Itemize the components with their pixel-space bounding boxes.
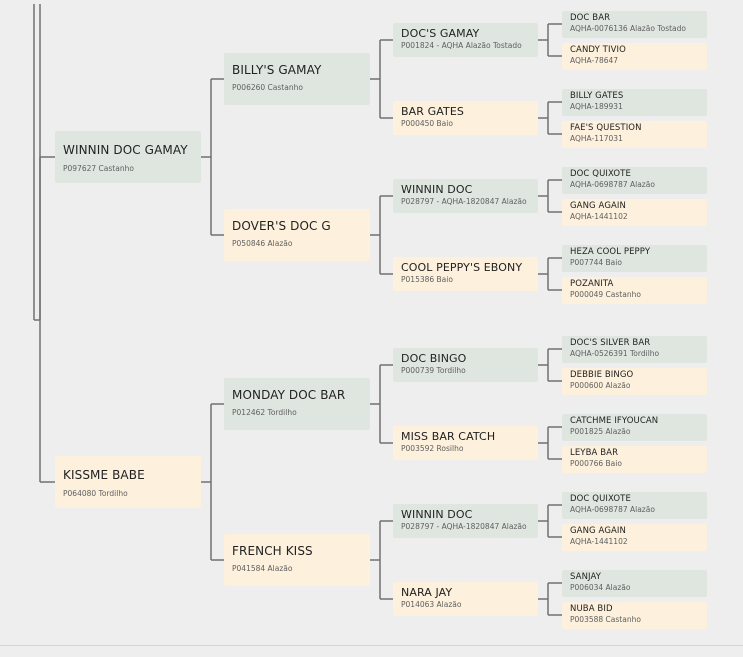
horse-name: POZANITA — [570, 278, 614, 289]
horse-registry-info: AQHA-78647 — [570, 55, 619, 65]
horse-registry-info: P003592 Rosilho — [401, 444, 464, 453]
horse-registry-info: P050846 Alazão — [232, 239, 293, 248]
horse-name: GANG AGAIN — [570, 200, 626, 211]
horse-registry-info: AQHA-189931 — [570, 101, 623, 111]
horse-name: NARA JAY — [401, 586, 453, 599]
horse-card-s-d[interactable]: DOVER'S DOC G P050846 Alazão — [224, 209, 370, 261]
horse-name: DOC BINGO — [401, 352, 467, 365]
horse-name: FAE'S QUESTION — [570, 122, 642, 133]
horse-card-d-d[interactable]: FRENCH KISS P041584 Alazão — [224, 534, 370, 586]
horse-registry-info: P000600 Alazão — [570, 380, 631, 390]
horse-name: BILLY GATES — [570, 90, 624, 101]
horse-name: SANJAY — [570, 571, 602, 582]
horse-registry-info: AQHA-117031 — [570, 133, 623, 143]
horse-card-s[interactable]: WINNIN DOC GAMAY P097627 Castanho — [55, 131, 201, 183]
horse-name: DOC'S GAMAY — [401, 27, 480, 40]
horse-name: LEYBA BAR — [570, 447, 619, 458]
horse-registry-info: P006034 Alazão — [570, 582, 631, 592]
horse-registry-info: P000049 Castanho — [570, 289, 641, 299]
horse-registry-info: AQHA-1441102 — [570, 536, 628, 546]
horse-card-d-s[interactable]: MONDAY DOC BAR P012462 Tordilho — [224, 378, 370, 430]
horse-name: DOVER'S DOC G — [232, 219, 331, 233]
horse-name: HEZA COOL PEPPY — [570, 246, 651, 257]
horse-registry-info: AQHA-1441102 — [570, 211, 628, 221]
horse-registry-info: P097627 Castanho — [63, 164, 134, 173]
horse-registry-info: P000739 Tordilho — [401, 366, 466, 375]
horse-registry-info: P003588 Castanho — [570, 614, 641, 624]
horse-name: NUBA BID — [570, 603, 613, 614]
horse-registry-info: AQHA-0526391 Tordilho — [570, 348, 660, 358]
horse-name: COOL PEPPY'S EBONY — [401, 261, 523, 274]
horse-name: DOC QUIXOTE — [570, 493, 631, 504]
horse-name: MISS BAR CATCH — [401, 430, 496, 443]
horse-card-s-s[interactable]: BILLY'S GAMAY P006260 Castanho — [224, 53, 370, 105]
horse-registry-info: P064080 Tordilho — [63, 489, 128, 498]
horse-name: DEBBIE BINGO — [570, 369, 634, 380]
horse-registry-info: P000450 Baio — [401, 119, 453, 128]
horse-card-d[interactable]: KISSME BABE P064080 Tordilho — [55, 456, 201, 508]
horse-registry-info: P000766 Baio — [570, 458, 622, 468]
horse-name: FRENCH KISS — [232, 544, 313, 558]
horse-name: CANDY TIVIO — [570, 44, 626, 55]
horse-name: GANG AGAIN — [570, 525, 626, 536]
horse-registry-info: AQHA-0698787 Alazão — [570, 179, 655, 189]
horse-name: WINNIN DOC GAMAY — [63, 143, 188, 157]
horse-name: BILLY'S GAMAY — [232, 63, 322, 77]
horse-registry-info: P041584 Alazão — [232, 564, 293, 573]
horse-registry-info: AQHA-0076136 Alazão Tostado — [570, 23, 687, 33]
horse-name: WINNIN DOC — [401, 508, 473, 521]
horse-registry-info: P015386 Baio — [401, 275, 453, 284]
horse-name: WINNIN DOC — [401, 183, 473, 196]
horse-registry-info: P028797 - AQHA-1820847 Alazão — [401, 197, 527, 206]
horse-name: DOC BAR — [570, 12, 611, 23]
horse-registry-info: P001824 - AQHA Alazão Tostado — [401, 41, 522, 50]
horse-name: CATCHME IFYOUCAN — [570, 415, 659, 426]
horse-registry-info: P028797 - AQHA-1820847 Alazão — [401, 522, 527, 531]
horse-name: KISSME BABE — [63, 468, 145, 482]
horse-name: DOC'S SILVER BAR — [570, 337, 651, 348]
horse-name: MONDAY DOC BAR — [232, 388, 346, 402]
horse-registry-info: AQHA-0698787 Alazão — [570, 504, 655, 514]
horse-registry-info: P007744 Baio — [570, 257, 622, 267]
horse-registry-info: P014063 Alazão — [401, 600, 462, 609]
horse-name: BAR GATES — [401, 105, 464, 118]
horse-registry-info: P006260 Castanho — [232, 83, 303, 92]
horse-name: DOC QUIXOTE — [570, 168, 631, 179]
horse-registry-info: P012462 Tordilho — [232, 408, 297, 417]
horse-registry-info: P001825 Alazão — [570, 426, 631, 436]
